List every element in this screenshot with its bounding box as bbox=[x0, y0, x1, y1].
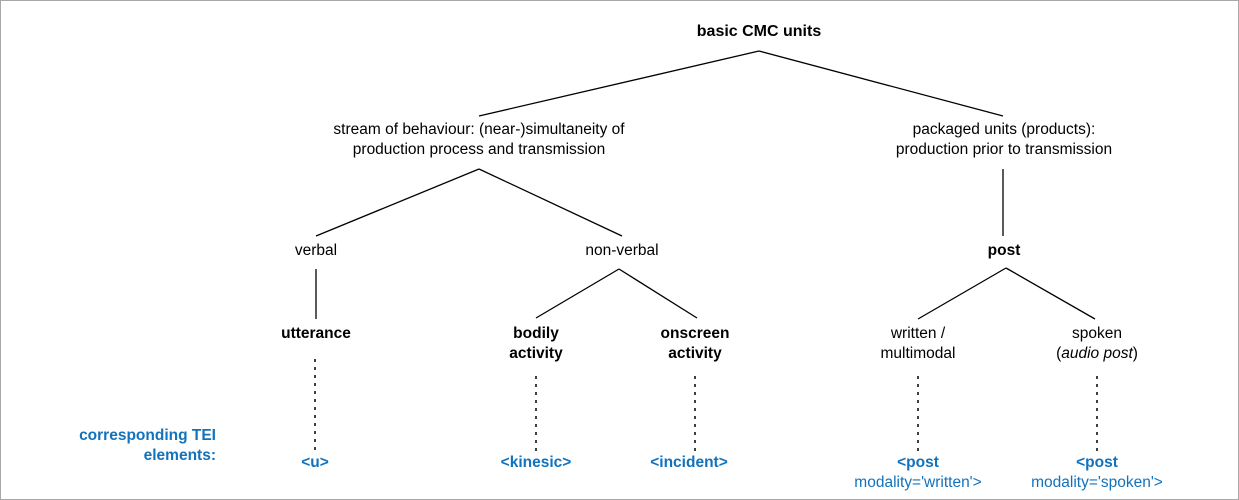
node-stream-of-behaviour: stream of behaviour: (near-)simultaneity… bbox=[333, 120, 624, 161]
node-utterance: utterance bbox=[281, 324, 351, 344]
tei-element-incident: <incident> bbox=[650, 453, 728, 473]
node-label: basic CMC units bbox=[696, 23, 822, 40]
edge-stream-nonverbal bbox=[478, 168, 623, 237]
node-label-line2: activity bbox=[668, 345, 722, 363]
tei-element-post-spoken: <post modality='spoken'> bbox=[1031, 453, 1163, 494]
node-label-line2: production process and transmission bbox=[352, 141, 606, 159]
node-packaged-units: packaged units (products): production pr… bbox=[896, 120, 1112, 161]
node-spoken-audio-post: spoken (audio post) bbox=[1056, 324, 1138, 365]
edge-stream-verbal bbox=[315, 168, 480, 237]
tei-element-u: <u> bbox=[301, 453, 329, 473]
node-label: non-verbal bbox=[585, 242, 659, 259]
node-label-line1: bodily bbox=[513, 325, 559, 342]
node-label-line2: production prior to transmission bbox=[895, 141, 1113, 159]
node-label: post bbox=[987, 242, 1021, 259]
node-label-line2: (audio post) bbox=[1056, 344, 1138, 364]
tei-tag: <post bbox=[897, 454, 939, 471]
tei-tag: <kinesic> bbox=[500, 454, 572, 471]
node-label-line2: activity bbox=[509, 345, 563, 363]
edge-nonverbal-onscreen bbox=[618, 268, 698, 319]
tei-tag: <incident> bbox=[650, 454, 728, 471]
tei-element-post-written: <post modality='written'> bbox=[854, 453, 981, 494]
edge-nonverbal-bodily bbox=[535, 268, 620, 319]
node-non-verbal: non-verbal bbox=[585, 241, 658, 261]
tei-legend-line2: elements: bbox=[143, 447, 216, 465]
node-verbal: verbal bbox=[295, 241, 337, 261]
node-label: utterance bbox=[281, 325, 351, 342]
node-label-line1: spoken bbox=[1072, 325, 1122, 342]
node-onscreen-activity: onscreen activity bbox=[661, 324, 730, 365]
paren-open: ( bbox=[1056, 345, 1062, 363]
node-post: post bbox=[988, 241, 1021, 261]
node-label-line1: packaged units (products): bbox=[912, 121, 1096, 138]
edge-post-spoken bbox=[1005, 267, 1096, 320]
edge-root-packaged bbox=[758, 50, 1004, 117]
node-label-line1: stream of behaviour: (near-)simultaneity… bbox=[333, 121, 625, 138]
audio-post-italic: audio post bbox=[1061, 345, 1133, 363]
node-written-multimodal: written / multimodal bbox=[881, 324, 956, 365]
tei-legend-line1: corresponding TEI bbox=[79, 427, 216, 444]
tei-tag: <post bbox=[1076, 454, 1118, 471]
paren-close: ) bbox=[1132, 345, 1138, 363]
node-label-line1: onscreen bbox=[660, 325, 730, 342]
tei-legend: corresponding TEI elements: bbox=[41, 426, 216, 467]
edge-root-stream bbox=[478, 50, 760, 117]
edge-post-written bbox=[917, 267, 1007, 320]
tei-attribute: modality='written'> bbox=[854, 474, 982, 492]
tei-attribute: modality='spoken'> bbox=[1031, 474, 1163, 492]
tei-element-kinesic: <kinesic> bbox=[501, 453, 572, 473]
node-label-line1: written / bbox=[890, 325, 946, 342]
tei-tag: <u> bbox=[301, 454, 329, 471]
node-bodily-activity: bodily activity bbox=[509, 324, 562, 365]
node-label-line2: multimodal bbox=[880, 345, 956, 363]
node-basic-cmc-units: basic CMC units bbox=[697, 21, 821, 42]
node-label: verbal bbox=[294, 242, 338, 259]
